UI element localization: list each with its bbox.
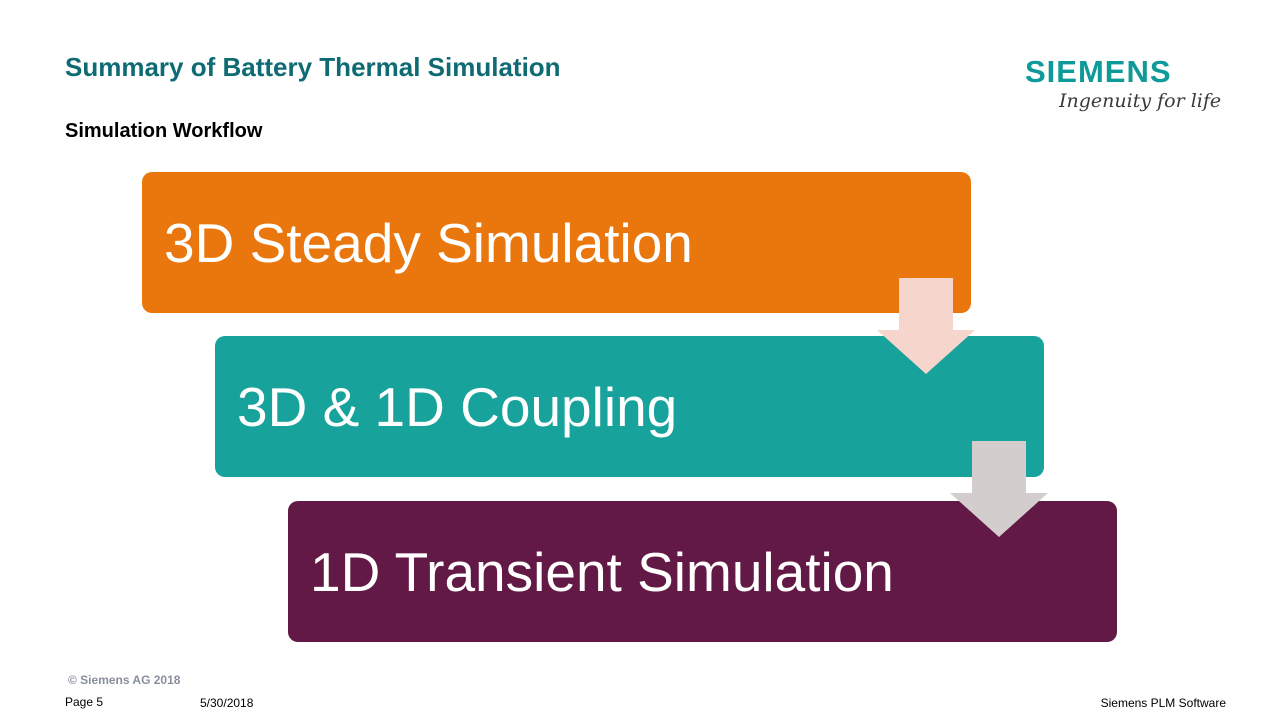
workflow-step-3d-1d-coupling: 3D & 1D Coupling [215, 336, 1044, 477]
workflow-step-label: 3D Steady Simulation [164, 211, 693, 274]
company-name: Siemens PLM Software [1100, 696, 1226, 710]
slide-date: 5/30/2018 [200, 696, 254, 710]
down-arrow-icon [950, 441, 1048, 537]
slide-title: Summary of Battery Thermal Simulation [65, 52, 561, 82]
down-arrow-icon [877, 278, 975, 374]
workflow-step-label: 3D & 1D Coupling [237, 375, 678, 438]
arrow-shape [877, 278, 975, 374]
logo-brand-text: SIEMENS [1025, 54, 1172, 89]
slide-subtitle: Simulation Workflow [65, 120, 263, 142]
page-number: Page 5 [65, 695, 104, 709]
workflow-step-3d-steady-simulation: 3D Steady Simulation [142, 172, 971, 313]
logo-tagline: Ingenuity for life [1059, 90, 1222, 112]
workflow-step-label: 1D Transient Simulation [310, 540, 894, 603]
copyright-notice: © Siemens AG 2018 [68, 673, 181, 687]
arrow-shape [950, 441, 1048, 537]
workflow-step-1d-transient-simulation: 1D Transient Simulation [288, 501, 1117, 642]
siemens-logo: SIEMENS Ingenuity for life [1025, 54, 1225, 124]
